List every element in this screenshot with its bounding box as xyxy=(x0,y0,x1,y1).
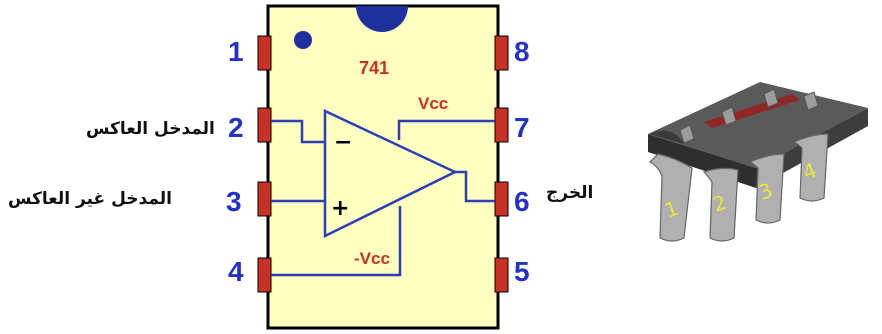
plus-sign: + xyxy=(331,196,349,221)
package-leg-4 xyxy=(792,133,829,202)
chip-label: 741 xyxy=(359,58,389,78)
chip-notch xyxy=(356,6,408,32)
wire-output xyxy=(455,170,495,203)
inverting-input-label: المدخل العاكس xyxy=(86,119,215,139)
pin-number-5: 5 xyxy=(514,256,530,287)
pin-number-7: 7 xyxy=(514,112,530,143)
package-notch xyxy=(650,130,684,144)
pin-number-1: 1 xyxy=(228,36,244,67)
package-back-legs xyxy=(679,88,819,144)
pin-number-4: 4 xyxy=(228,256,244,287)
pin-3 xyxy=(257,181,272,217)
pin-number-8: 8 xyxy=(514,36,530,67)
wire-vcc xyxy=(397,119,495,140)
package-leg-3 xyxy=(748,153,785,224)
pin-number-3: 3 xyxy=(226,186,242,217)
pin-7 xyxy=(494,107,509,143)
package-leg-1 xyxy=(648,153,693,242)
pin-1-dot xyxy=(294,31,312,49)
wiring xyxy=(271,119,495,277)
neg-vcc-label: -Vcc xyxy=(354,249,390,268)
vcc-label: Vcc xyxy=(418,94,448,113)
pin-number-6: 6 xyxy=(514,186,530,217)
package-front-legs xyxy=(648,133,829,242)
chip-body xyxy=(266,4,500,330)
output-label: الخرج xyxy=(546,183,594,203)
pin-2 xyxy=(257,107,272,143)
pin-6 xyxy=(494,181,509,217)
package-leg-2 xyxy=(702,167,739,242)
wire-inverting-input xyxy=(271,119,325,144)
op-amp-triangle xyxy=(323,109,458,239)
pin-8 xyxy=(494,35,509,71)
minus-sign: − xyxy=(334,130,352,155)
ic-package-illustration: 1 2 3 4 xyxy=(648,82,868,242)
non-inverting-input-label: المدخل غير العاكس xyxy=(8,189,172,209)
pin-number-2: 2 xyxy=(228,112,244,143)
wire-neg-vcc xyxy=(271,206,402,277)
pin-1 xyxy=(257,35,272,71)
pin-4 xyxy=(257,257,272,293)
pin-5 xyxy=(494,257,509,293)
